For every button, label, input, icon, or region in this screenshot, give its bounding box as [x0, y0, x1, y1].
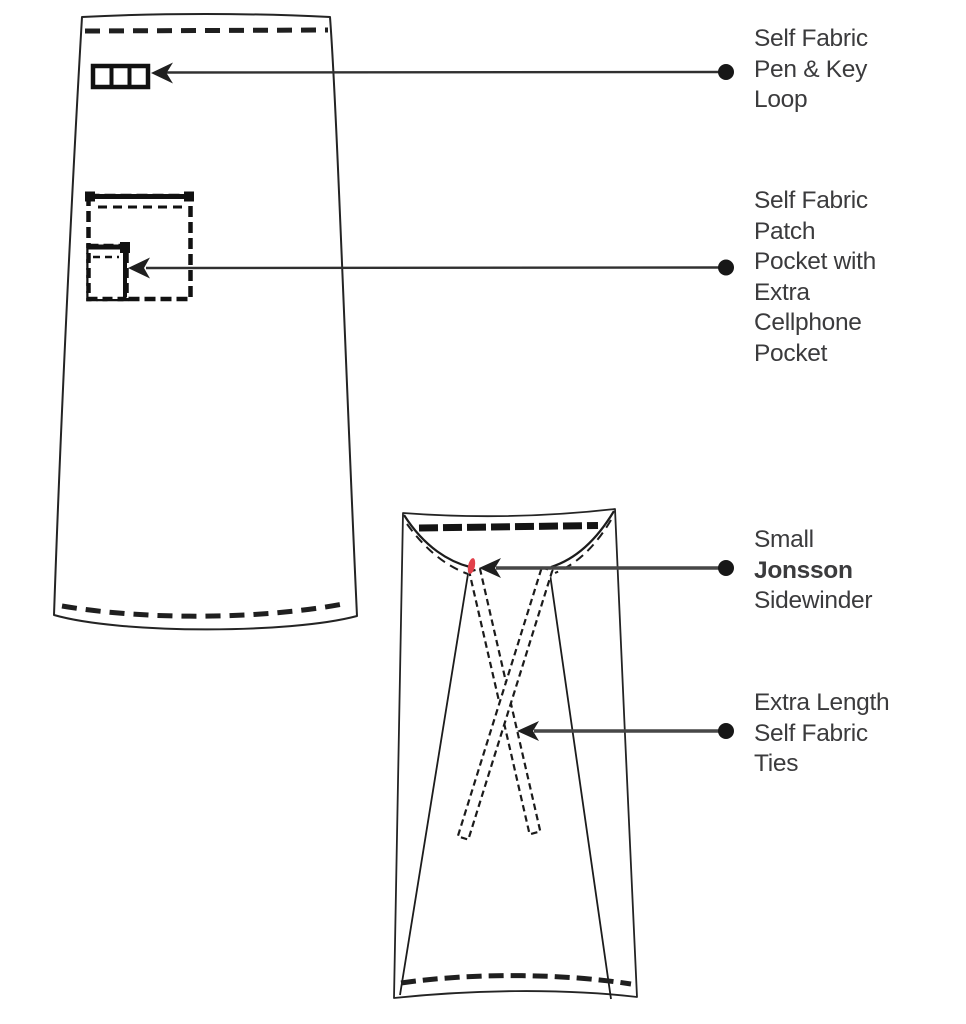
- back-drape-right-stitch: [554, 519, 612, 574]
- callout-line: Self Fabric: [754, 25, 868, 52]
- callout-line-emphasis: Jonsson: [754, 556, 853, 584]
- callout-line: Small: [754, 526, 814, 553]
- callout-line: Pocket with: [754, 248, 876, 275]
- callout-line: Ties: [754, 750, 799, 777]
- patch-pocket-corner-tack: [85, 191, 95, 202]
- arrowhead-icon: [151, 62, 173, 84]
- pen-key-loop: [90, 63, 151, 90]
- sidewinder-red-tab: [467, 558, 476, 574]
- callout-line: Self Fabric: [754, 187, 868, 214]
- front-apron-view: [53, 13, 358, 631]
- pen-key-loop-outline: [90, 63, 151, 90]
- back-apron-view: [393, 508, 638, 1000]
- arrowhead-icon: [517, 721, 539, 741]
- callout-dot-icon: [718, 64, 734, 80]
- callout-label-pen-key-loop: Self Fabric Pen & Key Loop: [754, 24, 868, 116]
- arrow-line: [145, 266, 723, 270]
- callout-arrow-ties: [517, 721, 734, 741]
- patch-pocket: [85, 191, 194, 302]
- back-drape-right-edge: [550, 510, 615, 569]
- callout-label-patch-pocket: Self Fabric Patch Pocket with Extra Cell…: [754, 186, 876, 369]
- tie-strap-right: [456, 566, 554, 841]
- callout-arrows: [128, 62, 734, 741]
- callout-label-ties: Extra Length Self Fabric Ties: [754, 688, 890, 780]
- callout-line: Extra Length: [754, 689, 890, 716]
- callout-dot-icon: [718, 723, 734, 739]
- back-drape-left-edge: [403, 514, 471, 569]
- front-waist-stitch-line: [84, 27, 329, 34]
- arrowhead-icon: [479, 558, 501, 578]
- callout-line: Extra: [754, 278, 810, 306]
- callout-line: Self Fabric: [754, 719, 868, 747]
- back-hem-stitch-line: [400, 973, 632, 987]
- crossed-ties: [456, 566, 554, 841]
- arrow-line: [162, 70, 723, 74]
- arrowhead-icon: [128, 257, 150, 279]
- callout-line: Loop: [754, 86, 808, 113]
- cellphone-pocket-corner-tack: [120, 242, 130, 253]
- callout-dot-icon: [718, 560, 734, 576]
- long-tie-left: [399, 573, 469, 996]
- callout-arrow-sidewinder: [479, 558, 734, 578]
- callout-label-sidewinder: Small Jonsson Sidewinder: [754, 525, 873, 617]
- patch-pocket-corner-tack: [184, 191, 194, 202]
- front-apron-outline: [53, 13, 358, 631]
- back-waistband-stitch: [418, 522, 599, 532]
- callout-arrow-pen-key-loop: [151, 62, 734, 84]
- callout-line: Cellphone: [754, 309, 862, 336]
- long-tie-right: [549, 573, 612, 1000]
- cellphone-pocket-outline: [86, 243, 129, 302]
- callout-line: Patch: [754, 217, 816, 245]
- callout-line: Pocket: [754, 339, 828, 367]
- callout-line: Pen & Key: [754, 55, 868, 83]
- callout-dot-icon: [718, 259, 734, 276]
- callout-line: Sidewinder: [754, 587, 873, 614]
- back-drape-left-stitch: [406, 523, 469, 575]
- front-hem-stitch-line: [61, 600, 349, 619]
- callout-arrow-patch-pocket: [128, 257, 734, 279]
